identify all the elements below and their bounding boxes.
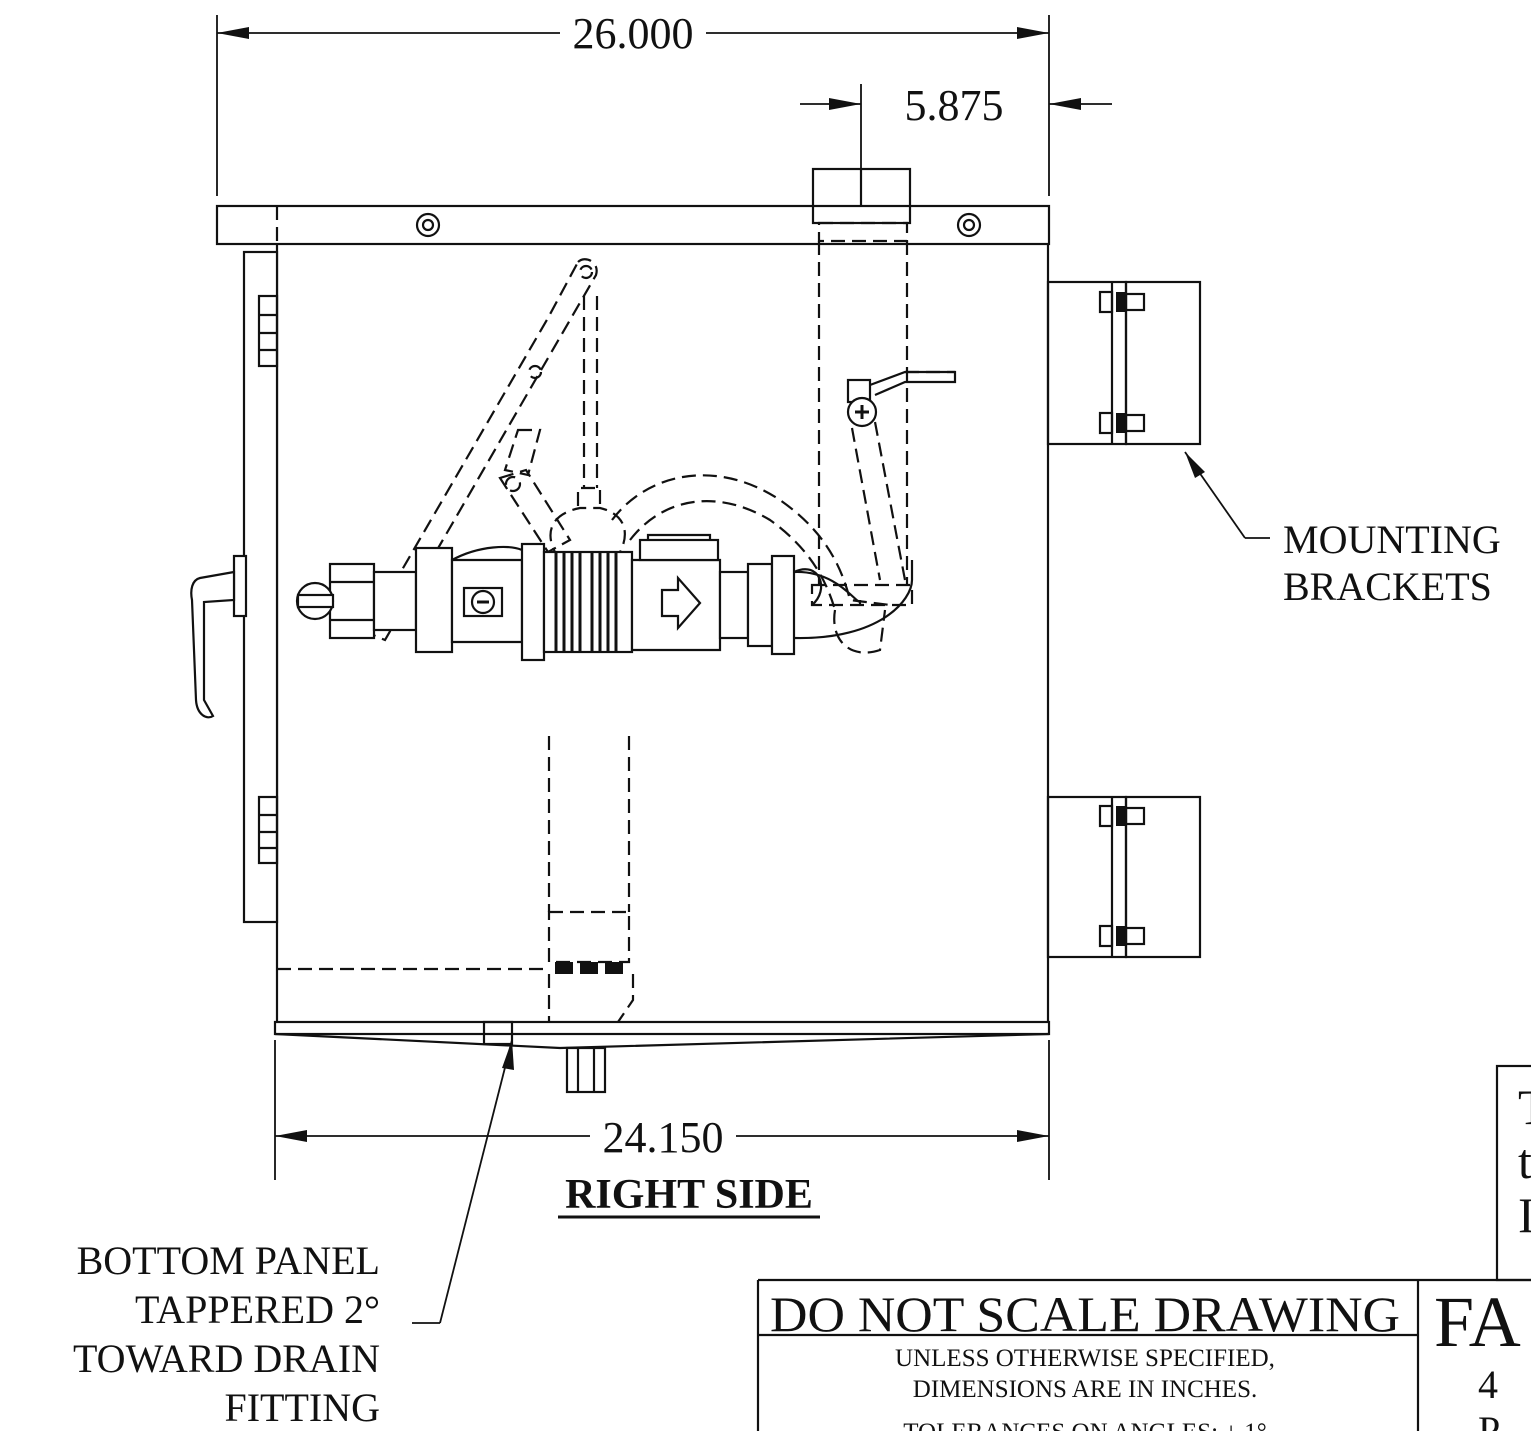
- dimension-body-width: 24.150: [274, 1040, 1050, 1180]
- title-block: T t I DO NOT SCALE DRAWING UNLESS OTHERW…: [756, 1064, 1531, 1431]
- main-valve-assembly: [295, 533, 914, 662]
- dimension-label-offset: 5.875: [905, 81, 1004, 130]
- title-block-fragment: t: [1518, 1133, 1531, 1189]
- mounting-bracket-upper: [1046, 280, 1202, 446]
- door-hinge-lower: [257, 795, 279, 865]
- callout-mounting-brackets: MOUNTING BRACKETS: [1184, 451, 1501, 609]
- lid-screw-left: [415, 212, 441, 238]
- upper-test-cock: [846, 370, 957, 581]
- callout-text-line: MOUNTING: [1283, 517, 1501, 562]
- dimension-label-overall: 26.000: [573, 9, 694, 58]
- units-note: DIMENSIONS ARE IN INCHES.: [913, 1376, 1257, 1403]
- bracket-bolt: [1098, 290, 1146, 435]
- check-valve-coils: [554, 552, 618, 652]
- tolerance-note: TOLERANCES ON ANGLES: ± 1°: [903, 1419, 1267, 1431]
- callout-text-line: BRACKETS: [1283, 564, 1492, 609]
- dimension-overall-width: 26.000: [216, 9, 1050, 196]
- door-handle[interactable]: [190, 554, 248, 719]
- center-riser-pipe: [277, 736, 635, 1023]
- dimension-label-body: 24.150: [603, 1113, 724, 1162]
- outlet-pipe: [810, 167, 914, 607]
- callout-text-line: TOWARD DRAIN: [73, 1336, 380, 1381]
- door-hinge-upper: [257, 294, 279, 368]
- title-block-fragment: P: [1478, 1408, 1500, 1431]
- dimension-outlet-offset: 5.875: [800, 81, 1112, 170]
- enclosure: [190, 204, 1051, 1094]
- right-arrow-icon: [660, 575, 702, 631]
- title-block-fragment: 4: [1478, 1362, 1498, 1407]
- callout-text-line: TAPPERED 2°: [135, 1287, 380, 1332]
- title-block-fragment: T: [1518, 1079, 1531, 1135]
- view-title: RIGHT SIDE: [558, 1172, 820, 1219]
- bracket-bolt: [1098, 804, 1146, 948]
- title-block-fragment: I: [1518, 1187, 1531, 1243]
- bottom-panel: [273, 1020, 1051, 1094]
- view-title-text: RIGHT SIDE: [565, 1172, 813, 1218]
- mounting-bracket-lower: [1046, 795, 1202, 959]
- callout-bottom-panel: BOTTOM PANEL TAPPERED 2° TOWARD DRAIN FI…: [73, 1039, 514, 1430]
- units-note: UNLESS OTHERWISE SPECIFIED,: [895, 1345, 1275, 1372]
- do-not-scale-warning: DO NOT SCALE DRAWING: [770, 1286, 1400, 1342]
- company-name-fragment: FA: [1434, 1282, 1521, 1362]
- callout-text-line: FITTING: [224, 1385, 380, 1430]
- lid-screw-right: [956, 212, 982, 238]
- callout-text-line: BOTTOM PANEL: [77, 1238, 380, 1283]
